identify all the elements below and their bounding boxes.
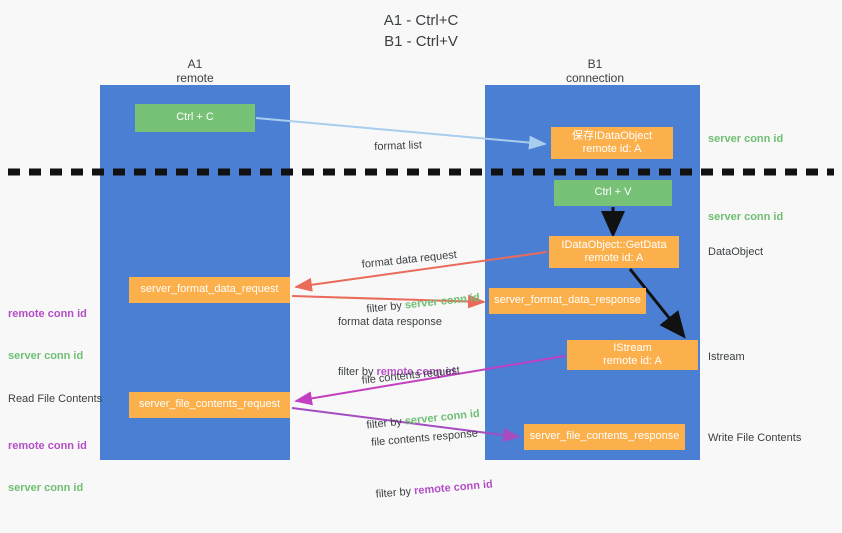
arrow-label-file-contents-response-filter: filter by remote conn id [375,477,493,502]
label-conn-id-stack-top: remote conn id server conn id [8,279,87,391]
label-istream: Istream [708,351,745,363]
arrow-label-format-data-response-text: format data response [338,316,442,328]
arrow-label-format-list-text: format list [374,139,423,153]
filter-prefix: filter by [338,366,377,378]
box-istream[interactable]: IStream remote id: A [567,340,698,370]
box-server-format-data-request[interactable]: server_format_data_request [129,277,290,303]
box-idataobject-getdata[interactable]: IDataObject::GetData remote id: A [549,236,679,268]
label-remote-conn-id-top: remote conn id [8,308,87,320]
label-dataobject: DataObject [708,246,764,258]
arrow-label-format-data-response-filter: filter by remote conn id [338,365,455,380]
arrow-label-format-list: format list [373,108,423,185]
box-idataobject[interactable]: 保存IDataObject remote id: A [551,127,673,159]
diagram-canvas: A1 - Ctrl+C B1 - Ctrl+V A1 remote B1 con… [8,12,834,501]
filter-value-remote-conn-id: remote conn id [376,366,456,378]
arrow-label-file-contents-request-text: file contents request [361,364,461,387]
label-server-conn-id-top: server conn id [708,133,784,145]
lane-header-b1: B1 connection [565,57,625,85]
box-server-file-contents-request[interactable]: server_file_contents_request [129,392,290,418]
arrow-label-file-contents-response-text: file contents response [370,427,479,449]
label-write-file-contents: Write File Contents [708,432,802,444]
label-server-conn-id-left-bottom: server conn id [8,482,84,494]
label-read-file-contents: Read File Contents [8,393,103,405]
arrow-label-format-data-request-text: format data request [361,248,458,271]
box-ctrl-v[interactable]: Ctrl + V [554,180,672,206]
box-server-format-data-response[interactable]: server_format_data_response [489,288,646,314]
label-conn-id-stack-bottom: remote conn id server conn id [8,411,87,523]
label-server-conn-id-left-top: server conn id [8,350,84,362]
box-server-file-contents-response[interactable]: server_file_contents_response [524,424,685,450]
label-server-conn-id-second: server conn id [708,211,784,223]
filter-value-remote-conn-id: remote conn id [413,478,494,498]
box-ctrl-c[interactable]: Ctrl + C [135,104,255,132]
lane-header-a1: A1 remote [176,57,214,85]
filter-prefix: filter by [375,485,415,501]
page-title: A1 - Ctrl+C B1 - Ctrl+V [383,12,459,50]
arrow-label-format-data-response: format data response filter by remote co… [338,285,455,410]
label-remote-conn-id-bottom: remote conn id [8,440,87,452]
arrow-label-file-contents-response: file contents response filter by remote … [368,396,496,533]
